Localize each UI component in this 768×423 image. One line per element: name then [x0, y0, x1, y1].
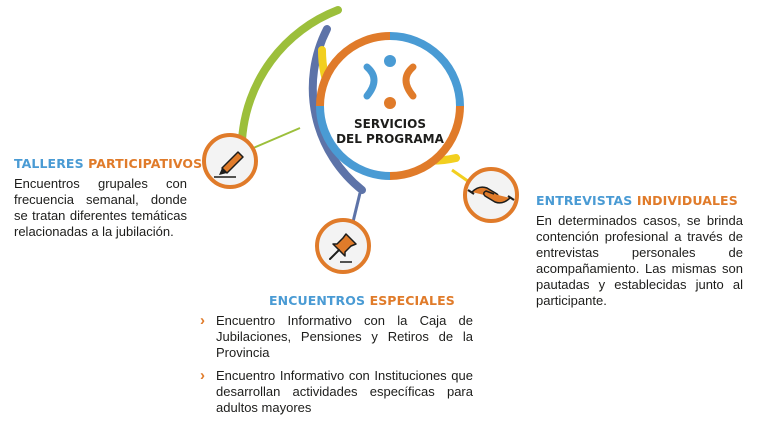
handshake-icon [467, 186, 515, 204]
list-item: › Encuentro Informativo con Institucione… [200, 368, 473, 416]
entrevistas-heading-part2: INDIVIDUALES [636, 193, 738, 208]
talleres-description: Encuentros grupales con frecuencia seman… [14, 176, 187, 239]
encuentros-block: ENCUENTROS ESPECIALES › Encuentro Inform… [200, 293, 473, 423]
ring-blue-top [389, 32, 464, 107]
entrevistas-heading: ENTREVISTAS INDIVIDUALES [536, 193, 743, 208]
center-title-line1: SERVICIOS [354, 117, 426, 131]
list-item: › Encuentro Informativo con la Caja de J… [200, 313, 473, 361]
program-logo-icon [363, 55, 417, 109]
entrevistas-heading-part1: ENTREVISTAS [536, 193, 633, 208]
talleres-node [202, 133, 258, 189]
encuentros-item-text: Encuentro Informativo con la Caja de Jub… [216, 313, 473, 360]
entrevistas-node [463, 167, 519, 223]
encuentros-node [315, 218, 371, 274]
pushpin-icon [329, 233, 357, 263]
encuentros-list: › Encuentro Informativo con la Caja de J… [200, 313, 473, 416]
entrevistas-description: En determinados casos, se brinda contenc… [536, 213, 743, 308]
encuentros-heading-part2: ESPECIALES [369, 293, 455, 308]
ring-blue-bottom [316, 105, 391, 180]
encuentros-item-text: Encuentro Informativo con Instituciones … [216, 368, 473, 415]
talleres-block: TALLERES PARTICIPATIVOS Encuentros grupa… [14, 156, 202, 240]
pencil-icon [214, 151, 244, 178]
bullet-chevron-icon: › [200, 312, 205, 329]
bullet-chevron-icon: › [200, 367, 205, 384]
talleres-heading-part1: TALLERES [14, 156, 84, 171]
encuentros-heading: ENCUENTROS ESPECIALES [269, 293, 473, 308]
green-arc [238, 6, 342, 144]
ring-orange-top [316, 32, 391, 107]
ring-orange-bottom [389, 105, 464, 180]
talleres-heading-part2: PARTICIPATIVOS [88, 156, 203, 171]
center-title-line2: DEL PROGRAMA [336, 132, 445, 146]
talleres-heading: TALLERES PARTICIPATIVOS [14, 156, 202, 171]
connector-talleres [250, 127, 301, 150]
encuentros-heading-part1: ENCUENTROS [269, 293, 366, 308]
entrevistas-block: ENTREVISTAS INDIVIDUALES En determinados… [536, 193, 743, 309]
